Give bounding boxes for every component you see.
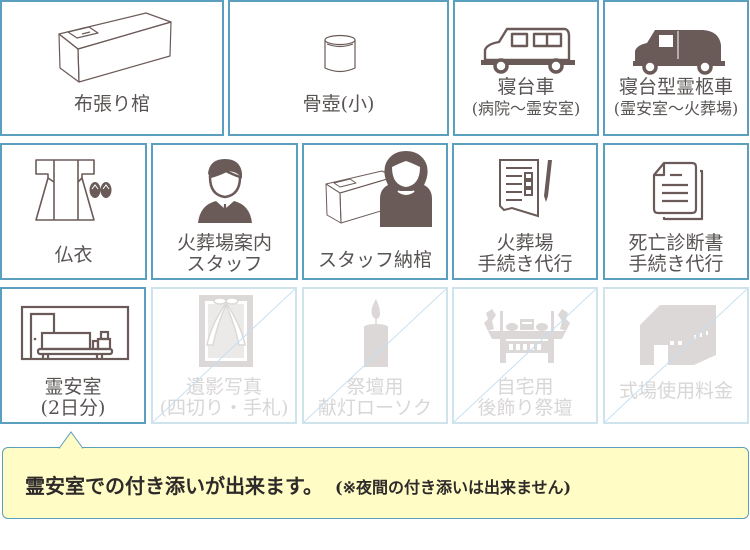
- item-sublabel: (2日分): [40, 397, 106, 419]
- item-portrait-photo: 遺影写真 (四切り・手札): [151, 287, 297, 424]
- staff-man-icon: [198, 159, 252, 223]
- callout-main-text: 霊安室での付き添いが出来ます。: [25, 474, 323, 498]
- candle-icon: [364, 299, 388, 367]
- item-sublabel: 後飾り祭壇: [477, 397, 573, 419]
- item-sublabel: 献灯ローソク: [317, 397, 432, 419]
- item-crematorium-guide-staff: 火葬場案内 スタッフ: [151, 143, 298, 280]
- item-home-altar: 自宅用 後飾り祭壇: [452, 287, 598, 424]
- item-label: 式場使用料金: [618, 380, 733, 402]
- item-mortuary-room: 霊安室 (2日分): [0, 287, 146, 424]
- item-sublabel: スタッフ: [186, 253, 263, 275]
- urn-icon: [324, 34, 356, 73]
- mortuary-note-callout: 霊安室での付き添いが出来ます。 (※夜間の付き添いは出来ません): [2, 447, 749, 519]
- cloth-coffin-icon: [58, 12, 172, 83]
- item-urn: 骨壺(小): [228, 0, 449, 136]
- item-sublabel: 手続き代行: [628, 253, 724, 275]
- item-label: 寝台車: [497, 76, 555, 98]
- hall-building-icon: [640, 305, 716, 365]
- item-cloth-coffin: 布張り棺: [0, 0, 224, 136]
- home-altar-icon: [484, 309, 570, 363]
- item-altar-candle: 祭壇用 献灯ローソク: [302, 287, 448, 424]
- item-label: 寝台型霊柩車: [618, 76, 733, 98]
- item-sublabel: 手続き代行: [477, 253, 573, 275]
- item-label: スタッフ納棺: [317, 249, 432, 271]
- item-crematorium-procedure: 火葬場 手続き代行: [452, 143, 598, 280]
- staff-coffining-icon: [325, 151, 432, 227]
- item-label: 死亡診断書: [628, 232, 724, 254]
- item-van: 寝台車 (病院～霊安室): [453, 0, 599, 136]
- item-hearse: 寝台型霊柩車 (霊安室～火葬場): [603, 0, 749, 136]
- portrait-frame-icon: [199, 295, 253, 367]
- item-label: 霊安室: [44, 376, 102, 398]
- callout-pointer: [58, 431, 84, 449]
- documents-icon: [652, 161, 704, 221]
- item-hall-fee: 式場使用料金: [603, 287, 749, 424]
- item-label: 自宅用: [496, 376, 554, 398]
- item-label: 火葬場: [496, 232, 554, 254]
- item-kimono: 仏衣: [0, 143, 147, 280]
- item-sublabel: (四切り・手札): [159, 397, 289, 419]
- item-label: 布張り棺: [73, 93, 150, 115]
- item-sublabel: (霊安室～火葬場): [613, 99, 739, 118]
- item-death-certificate-procedure: 死亡診断書 手続き代行: [603, 143, 749, 280]
- callout-note-text: (※夜間の付き添いは出来ません): [335, 478, 572, 497]
- van-icon: [481, 27, 575, 74]
- item-staff-coffining: スタッフ納棺: [302, 143, 448, 280]
- hearse-icon: [633, 30, 725, 75]
- kimono-icon: [35, 159, 112, 221]
- item-label: 仏衣: [54, 244, 93, 266]
- form-pen-icon: [499, 159, 552, 218]
- mortuary-room-icon: [20, 305, 130, 361]
- item-sublabel: (病院～霊安室): [471, 99, 581, 118]
- item-label: 火葬場案内: [176, 232, 272, 254]
- item-label: 遺影写真: [185, 376, 262, 398]
- item-label: 祭壇用: [346, 376, 404, 398]
- item-label: 骨壺(小): [302, 93, 375, 115]
- callout-text: 霊安室での付き添いが出来ます。 (※夜間の付き添いは出来ません): [25, 470, 571, 499]
